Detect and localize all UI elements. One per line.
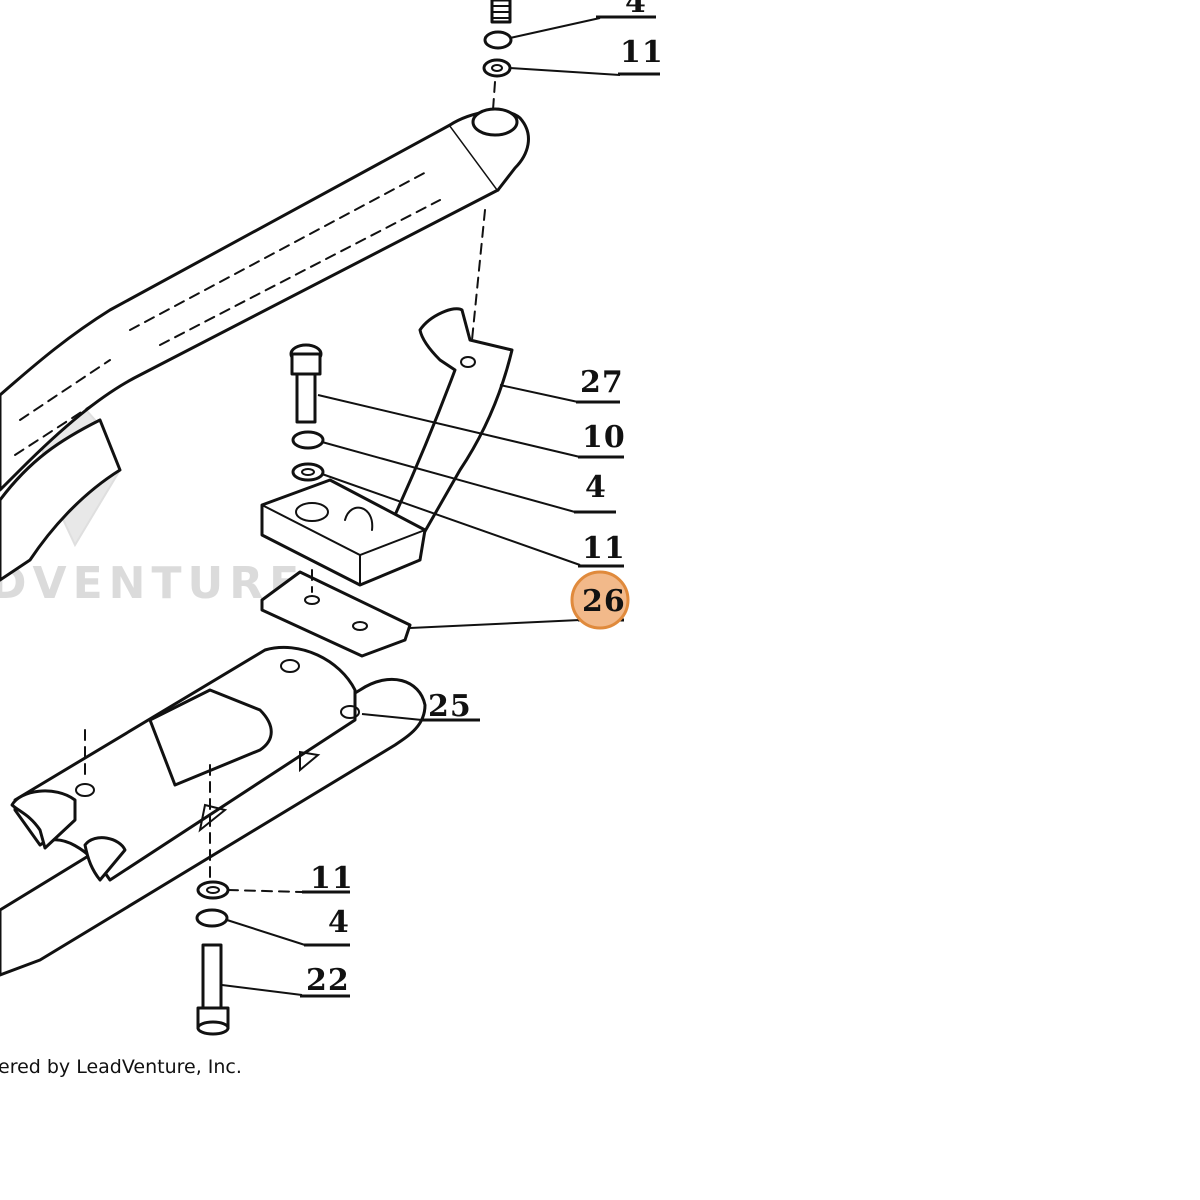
- lower-clamp-25: [0, 645, 427, 977]
- mid-fasteners: [289, 343, 325, 482]
- flat-washer-mid: [291, 462, 325, 482]
- callout-11-top[interactable]: 11: [620, 35, 664, 70]
- lock-washer-top: [483, 30, 513, 50]
- callout-11-mid[interactable]: 11: [582, 531, 626, 566]
- bottom-fasteners: [195, 880, 230, 1036]
- top-fasteners: [482, 0, 513, 111]
- tube-end-hole: [471, 107, 519, 137]
- footer-credit: ered by LeadVenture, Inc.: [0, 1056, 242, 1078]
- callout-11-bot[interactable]: 11: [310, 861, 354, 896]
- bolt-22-shank: [201, 943, 223, 1012]
- callout-25[interactable]: 25: [428, 689, 472, 724]
- highlight-marker-26: [570, 570, 630, 630]
- handlebar-tube: [0, 107, 530, 582]
- flat-washer-top: [482, 58, 512, 78]
- callout-10[interactable]: 10: [582, 420, 626, 455]
- lock-washer-mid: [291, 430, 325, 450]
- watermark-text: DVENTURE: [0, 558, 305, 609]
- callout-4-top[interactable]: 4: [625, 0, 647, 20]
- bolt-10-shank: [295, 372, 317, 424]
- callout-labels[interactable]: 4 11 27 10 4 11 26 25 11 4 22: [306, 0, 664, 998]
- leader-lines: [221, 17, 621, 996]
- callout-4-mid[interactable]: 4: [585, 470, 607, 505]
- clamp-block: [260, 478, 427, 587]
- plate-26: [260, 569, 412, 658]
- flat-washer-bottom: [196, 880, 230, 900]
- callout-27[interactable]: 27: [580, 365, 624, 400]
- lock-washer-bottom: [195, 908, 229, 928]
- callout-26[interactable]: 26: [582, 584, 626, 619]
- callout-22[interactable]: 22: [306, 963, 350, 998]
- callout-4-bot[interactable]: 4: [328, 905, 350, 940]
